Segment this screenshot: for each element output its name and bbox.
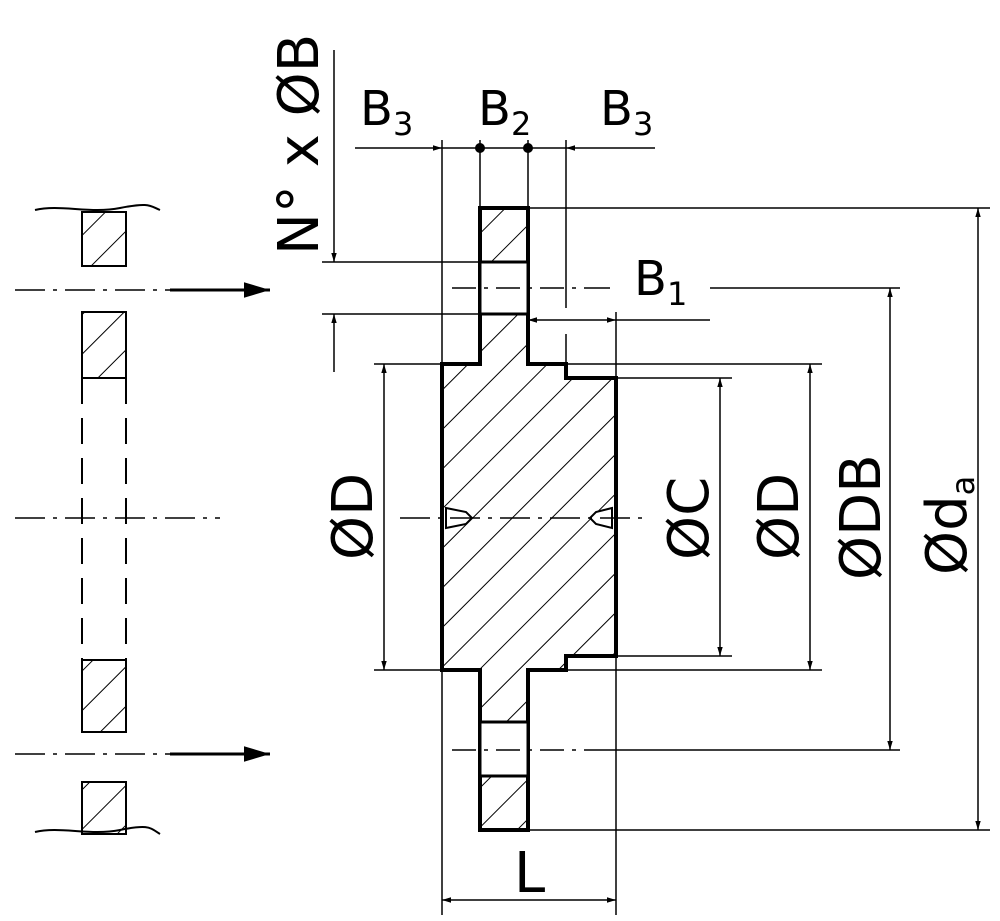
chain-side-view bbox=[15, 203, 270, 835]
label-b2: B2 bbox=[478, 81, 531, 143]
label-dia-c: ØC bbox=[657, 477, 722, 560]
bolt-hole-bottom bbox=[478, 720, 530, 778]
tooth-hatch-bottom bbox=[81, 781, 127, 835]
dimension-labels: N° x ØB B3 B2 B3 B1 ØD ØC ØD ØDB Øda L bbox=[267, 34, 982, 906]
dimension-lines bbox=[331, 50, 981, 903]
label-b3-right: B3 bbox=[600, 81, 653, 143]
label-dia-db: ØDB bbox=[829, 454, 894, 580]
sprocket-section bbox=[400, 206, 650, 832]
label-dia-da: Øda bbox=[915, 476, 982, 575]
break-line-bottom bbox=[34, 826, 161, 835]
tooth-hatch-upper bbox=[81, 311, 127, 379]
dim-dot-left bbox=[475, 143, 485, 153]
tooth-hatch-top bbox=[81, 211, 127, 267]
label-b1: B1 bbox=[634, 251, 687, 313]
label-count-bore: N° x ØB bbox=[267, 34, 332, 255]
label-dia-d-right: ØD bbox=[747, 473, 812, 560]
dim-dot-right bbox=[523, 143, 533, 153]
tooth-hatch-lower bbox=[81, 659, 127, 733]
extension-lines bbox=[322, 140, 990, 915]
label-b3-left: B3 bbox=[360, 81, 413, 143]
break-line-top bbox=[34, 203, 161, 211]
label-dia-d-left: ØD bbox=[321, 473, 386, 560]
label-length: L bbox=[514, 841, 545, 906]
